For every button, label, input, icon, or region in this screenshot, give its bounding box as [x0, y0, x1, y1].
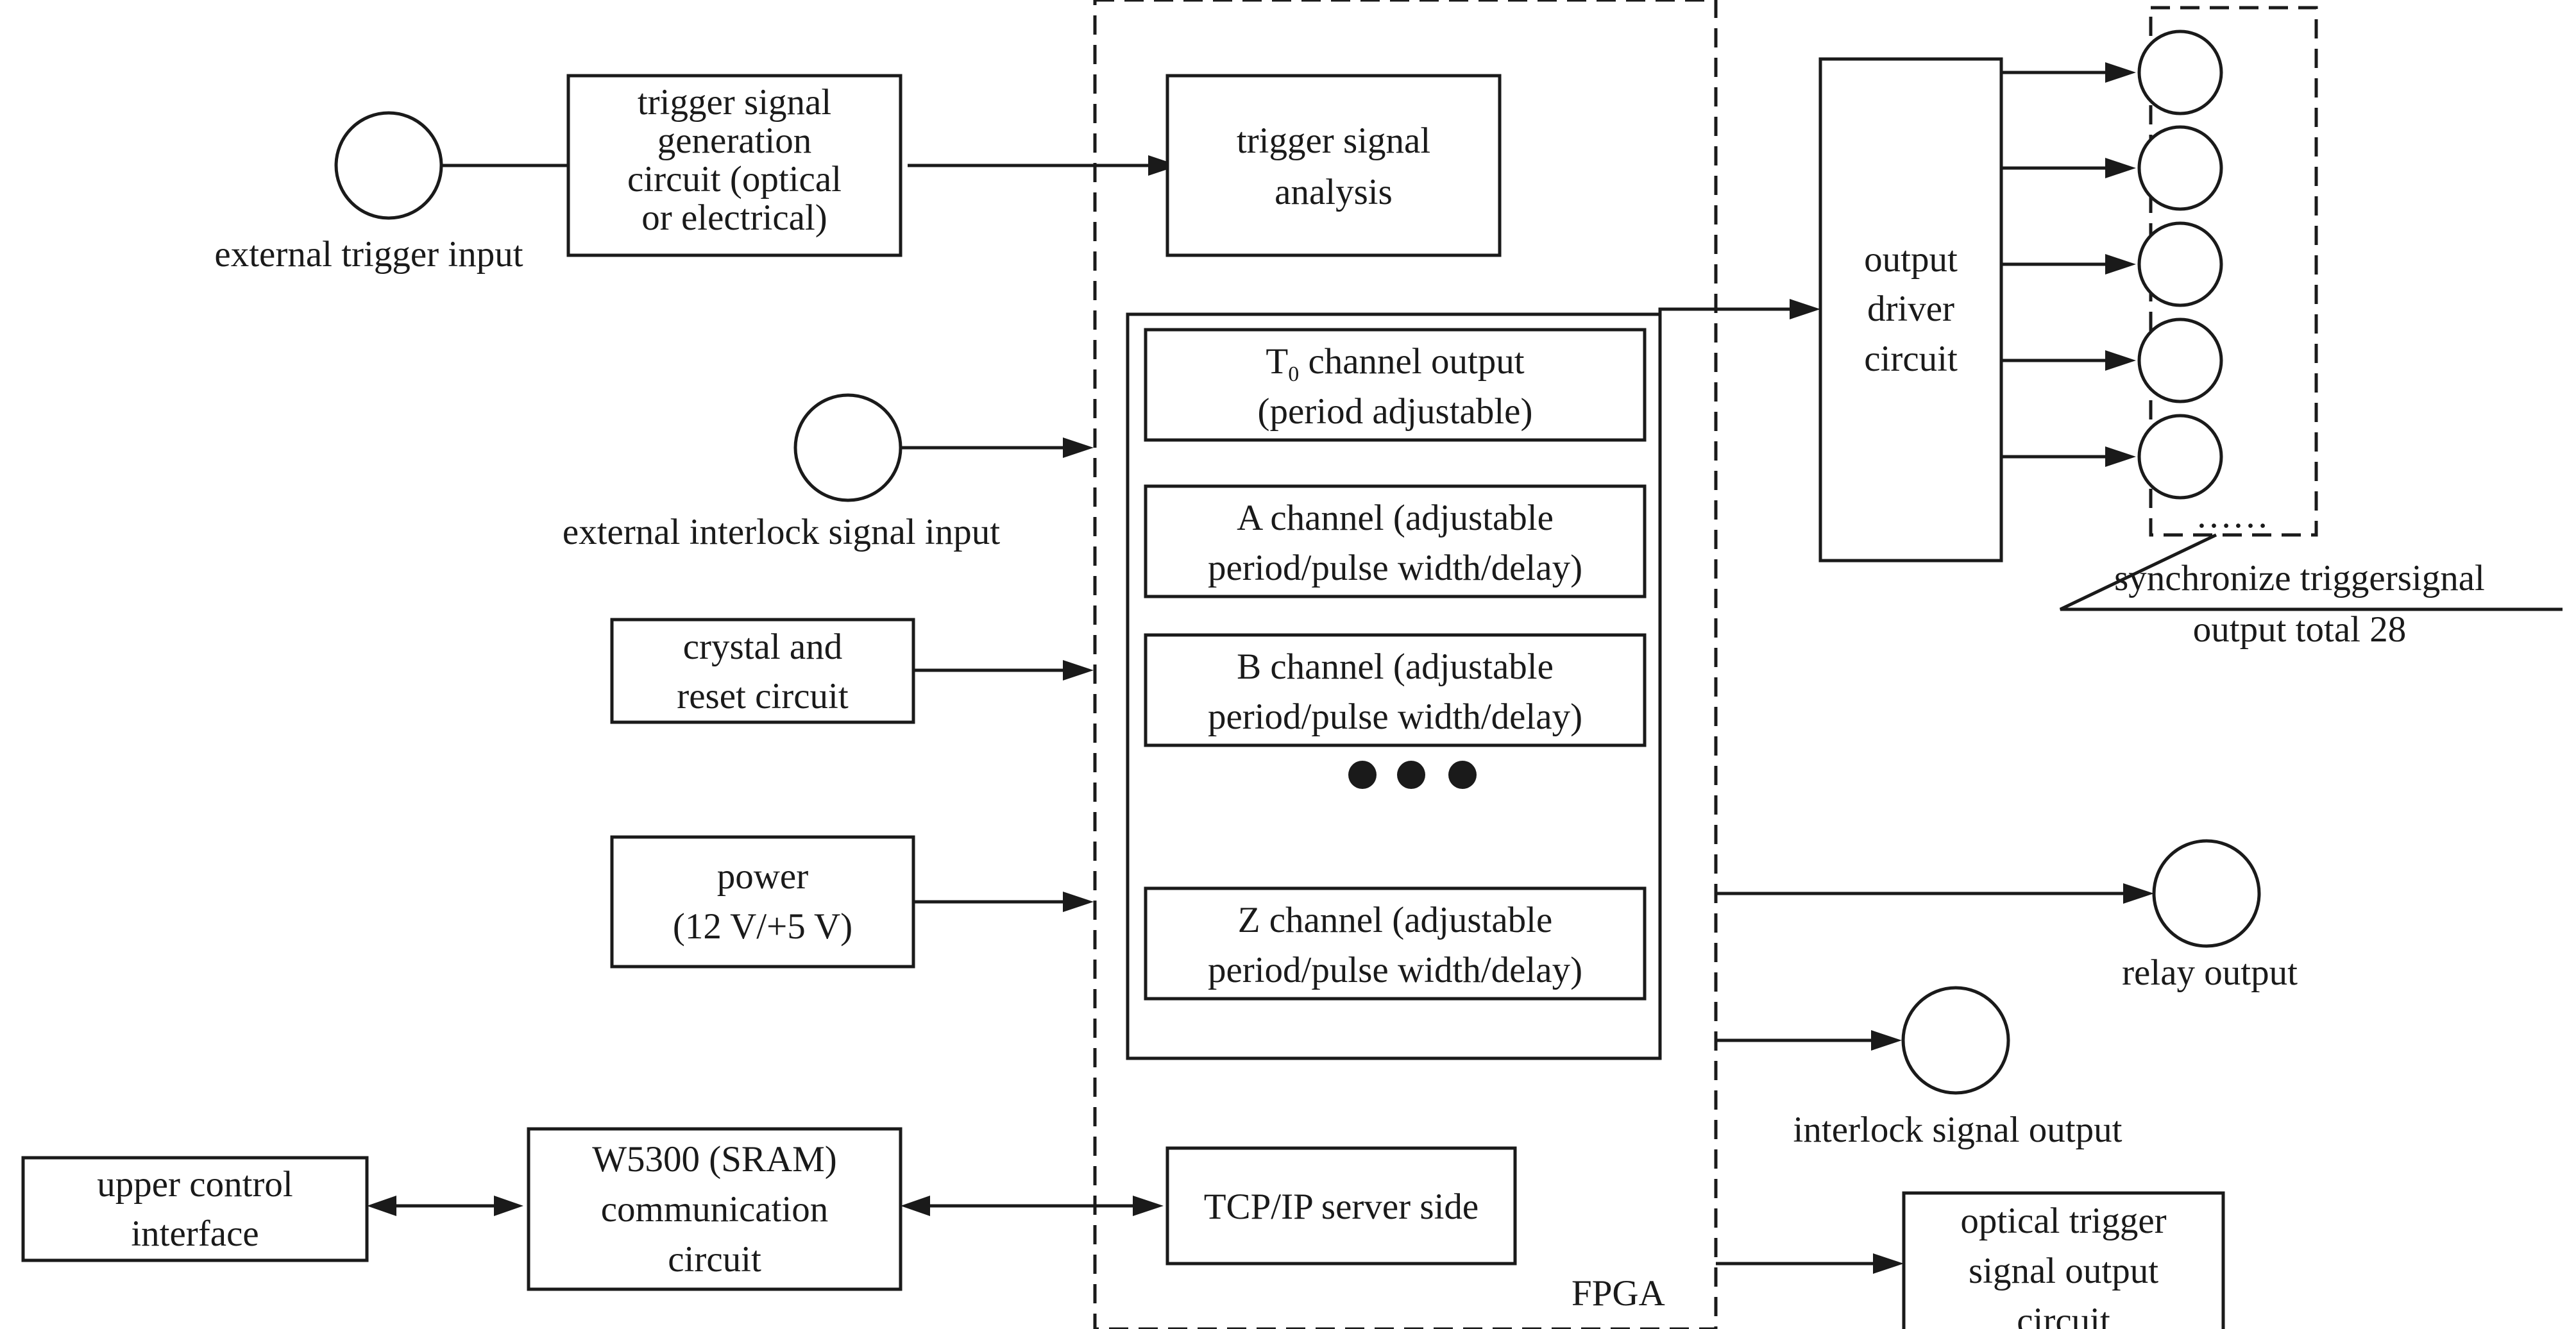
- optical-output-text: signal output: [1969, 1251, 2158, 1291]
- arrowhead: [1063, 437, 1094, 458]
- upper-control-text: interface: [131, 1214, 258, 1254]
- a-channel-box: [1144, 484, 1647, 598]
- t0-channel-box: [1144, 328, 1647, 442]
- ellipsis-dot: [1448, 761, 1477, 789]
- arrowhead: [367, 1196, 396, 1216]
- fpga-label: FPGA: [1572, 1273, 1665, 1314]
- z-channel-text: Z channel (adjustable: [1238, 900, 1553, 940]
- t0-channel-text: (period adjustable): [1258, 391, 1533, 432]
- sync-output-port-3: [2137, 221, 2223, 307]
- arrowhead: [2105, 254, 2136, 275]
- w5300-text: communication: [601, 1189, 829, 1230]
- arrowhead: [2105, 350, 2136, 371]
- output-driver-text: output: [1864, 239, 1958, 280]
- w5300-box: [527, 1127, 902, 1291]
- arrowhead: [1133, 1196, 1164, 1216]
- interlock-output-label: interlock signal output: [1793, 1110, 2123, 1150]
- sync-output-port-2: [2137, 125, 2223, 211]
- w5300-text: W5300 (SRAM): [592, 1139, 837, 1180]
- external-interlock-input-label: external interlock signal input: [563, 512, 1000, 552]
- output-driver-text: driver: [1867, 289, 1954, 329]
- b-channel-text: B channel (adjustable: [1237, 647, 1554, 687]
- external-interlock-input-port: [793, 393, 902, 502]
- tcp-ip-box: [1165, 1146, 1517, 1266]
- w5300-text: circuit: [668, 1239, 761, 1280]
- trigger-analysis-text: trigger signal: [1237, 121, 1430, 161]
- arrowhead: [2105, 446, 2136, 467]
- sync-label-underline: [2059, 533, 2563, 611]
- crystal-reset-box: [610, 618, 915, 724]
- arrowhead: [1063, 892, 1094, 912]
- trigger-generation-text: trigger signal: [638, 82, 831, 123]
- crystal-reset-text: crystal and: [683, 627, 842, 667]
- external-trigger-input-port: [334, 111, 443, 220]
- sync-output-port-1: [2137, 30, 2223, 115]
- fpga-boundary: [1093, 0, 1718, 1329]
- wire-channels-to-driver: [1658, 307, 1790, 314]
- arrowhead: [1871, 1030, 1902, 1051]
- relay-output-port: [2152, 839, 2261, 948]
- b-channel-text: period/pulse width/delay): [1208, 697, 1582, 737]
- power-text: (12 V/+5 V): [673, 906, 852, 947]
- trigger-generation-box: [566, 74, 902, 257]
- ellipsis-dot: [1397, 761, 1425, 789]
- arrowhead: [1063, 660, 1094, 681]
- upper-control-text: upper control: [97, 1164, 292, 1205]
- relay-output-label: relay output: [2122, 952, 2298, 993]
- sync-output-ellipsis: ……: [2196, 495, 2269, 536]
- z-channel-box: [1144, 886, 1647, 1001]
- a-channel-text: period/pulse width/delay): [1208, 548, 1582, 588]
- arrowhead: [494, 1196, 523, 1216]
- arrowhead: [2105, 158, 2136, 178]
- trigger-generation-text: generation: [657, 121, 812, 161]
- a-channel-text: A channel (adjustable: [1237, 498, 1554, 538]
- crystal-reset-text: reset circuit: [677, 676, 849, 716]
- output-driver-text: circuit: [1864, 339, 1958, 379]
- trigger-analysis-box: [1165, 74, 1502, 257]
- sync-output-port-5: [2137, 414, 2223, 500]
- sync-output-port-4: [2137, 317, 2223, 403]
- arrowhead: [2123, 883, 2154, 904]
- tcp-ip-text: TCP/IP server side: [1204, 1187, 1479, 1227]
- sync-output-label: output total 28: [2193, 609, 2406, 650]
- arrowhead: [1790, 299, 1820, 319]
- power-box: [610, 835, 915, 969]
- optical-output-text: optical trigger: [1960, 1201, 2166, 1241]
- upper-control-box: [21, 1156, 369, 1262]
- trigger-generation-text: circuit (optical: [627, 159, 842, 199]
- output-driver-box: [1818, 57, 2003, 563]
- optical-output-box: [1902, 1191, 2225, 1329]
- interlock-output-port: [1901, 986, 2010, 1095]
- trigger-generation-text: or electrical): [641, 198, 827, 238]
- arrowhead: [2105, 62, 2136, 83]
- ellipsis-dot: [1348, 761, 1377, 789]
- arrowhead: [1148, 155, 1179, 176]
- t0-channel-text: T0 channel output: [1266, 341, 1524, 386]
- power-text: power: [717, 856, 808, 897]
- external-trigger-input-label: external trigger input: [214, 234, 523, 275]
- optical-output-text: circuit: [2017, 1301, 2110, 1329]
- z-channel-text: period/pulse width/delay): [1208, 950, 1582, 990]
- b-channel-box: [1144, 633, 1647, 747]
- sync-output-label: synchronize triggersignal: [2114, 558, 2485, 598]
- arrowhead: [901, 1196, 930, 1216]
- trigger-analysis-text: analysis: [1275, 172, 1393, 212]
- arrowhead: [1873, 1253, 1904, 1274]
